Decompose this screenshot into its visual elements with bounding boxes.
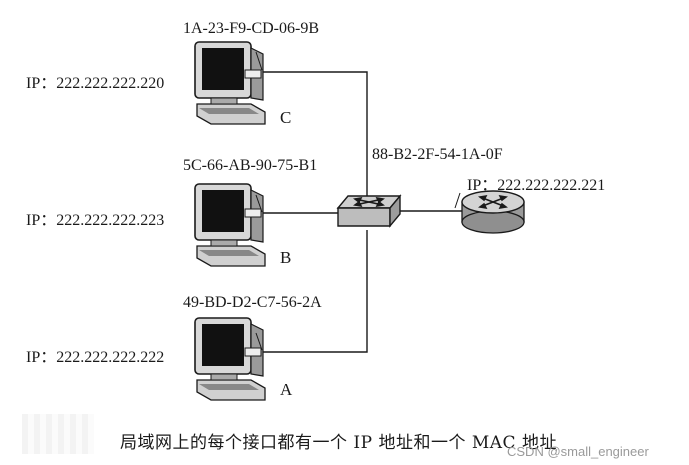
host-label-c: C (280, 108, 292, 127)
ip-label-c: IP：222.222.222.220 (26, 75, 165, 92)
links (262, 71, 462, 353)
link-c-switch (262, 71, 368, 200)
mac-label-router: 88-B2-2F-54-1A-0F (372, 146, 503, 163)
mac-label-a: 49-BD-D2-C7-56-2A (183, 294, 322, 311)
figure-caption: 局域网上的每个接口都有一个 IP 地址和一个 MAC 地址 (120, 433, 557, 453)
mac-label-b: 5C-66-AB-90-75-B1 (183, 157, 318, 174)
ip-label-a: IP：222.222.222.222 (26, 349, 165, 366)
router-icon (461, 190, 525, 234)
watermark: CSDN @small_engineer (507, 444, 649, 459)
computer-b-icon (194, 183, 266, 267)
mac-label-c: 1A-23-F9-CD-06-9B (183, 20, 319, 37)
ip-label-b: IP：222.222.222.223 (26, 212, 165, 229)
switch-icon (336, 194, 402, 228)
computer-c-icon (194, 41, 266, 125)
link-a-switch (262, 230, 368, 353)
interface-ticks (255, 51, 461, 351)
host-label-b: B (280, 248, 292, 267)
host-label-a: A (280, 380, 293, 399)
computer-a-icon (194, 317, 266, 401)
ip-label-router: IP：222.222.222.221 (467, 177, 606, 194)
scan-smudge (22, 414, 94, 454)
